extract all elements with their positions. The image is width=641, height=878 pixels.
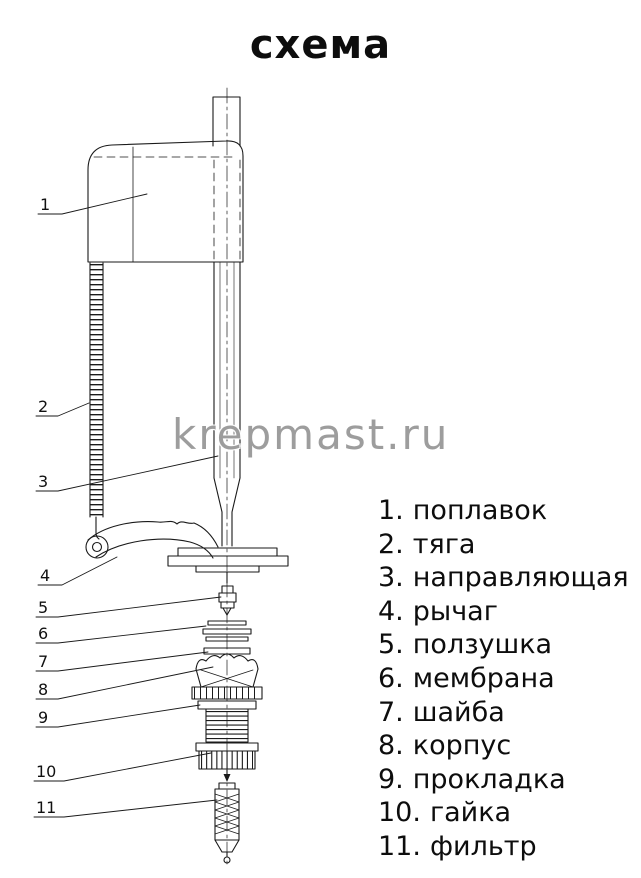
pin-part [223, 769, 231, 782]
filter-part [214, 782, 240, 864]
legend-label: фильтр [429, 830, 537, 862]
legend-item-filter: 11.фильтр [378, 830, 629, 864]
leader-line-9 [35, 704, 201, 728]
callout-9: 9 [38, 708, 48, 727]
callout-numbers: 1 2 3 4 5 6 7 8 9 10 11 [36, 195, 56, 817]
legend-item-nut: 10.гайка [378, 796, 629, 830]
legend-item-washer: 7.шайба [378, 696, 629, 730]
legend-label: поплавок [412, 495, 548, 526]
leader-line-2 [35, 402, 90, 417]
legend-number: 5. [378, 629, 404, 661]
legend-item-float: 1. поплавок [378, 494, 629, 528]
page-title: схема [249, 22, 392, 68]
lever-part [85, 520, 219, 559]
callout-3: 3 [38, 472, 48, 491]
leader-line-7 [35, 651, 209, 672]
leader-line-6 [35, 625, 207, 644]
rod-part [89, 262, 104, 540]
leader-line-4 [37, 556, 118, 586]
legend-label: корпус [412, 730, 512, 762]
callout-2: 2 [38, 397, 48, 416]
legend-number: 10. [378, 797, 421, 829]
leader-line-11 [33, 799, 218, 818]
callout-7: 7 [38, 652, 48, 671]
guide-tube-part [213, 261, 241, 547]
callout-4: 4 [40, 566, 50, 585]
leader-lines [33, 193, 222, 818]
legend: 1. поплавок 2.тяга 3.направляющая 4.рычаг… [378, 494, 629, 864]
legend-item-lever: 4.рычаг [378, 595, 629, 629]
legend-label: тяга [412, 528, 476, 560]
inlet-pipe [212, 96, 241, 147]
slider-part [218, 571, 237, 616]
membrane-part [202, 620, 252, 642]
legend-number: 8. [378, 730, 404, 762]
legend-label: гайка [429, 797, 512, 829]
legend-number: 1. [378, 495, 404, 526]
callout-1: 1 [40, 195, 50, 214]
legend-number: 4. [378, 595, 404, 627]
leader-line-3 [35, 455, 219, 492]
callout-6: 6 [38, 624, 48, 643]
flange-part [167, 547, 289, 573]
legend-label: направляющая [412, 562, 629, 594]
callout-10: 10 [36, 762, 56, 781]
legend-item-housing: 8.корпус [378, 729, 629, 763]
legend-item-slider: 5.ползушка [378, 628, 629, 662]
legend-item-guide: 3.направляющая [378, 561, 629, 595]
callout-11: 11 [36, 798, 56, 817]
float-part [87, 140, 244, 263]
leader-line-10 [33, 752, 212, 782]
legend-label: шайба [412, 696, 505, 728]
legend-label: ползушка [412, 629, 553, 661]
callout-8: 8 [38, 680, 48, 699]
legend-label: рычаг [412, 595, 498, 627]
legend-number: 7. [378, 696, 404, 728]
legend-item-gasket: 9.прокладка [378, 763, 629, 797]
leader-line-8 [35, 666, 214, 700]
legend-label: мембрана [412, 662, 555, 694]
legend-number: 11. [378, 830, 421, 862]
nut-part [195, 742, 259, 770]
legend-label: прокладка [412, 763, 566, 795]
legend-number: 2. [378, 528, 404, 560]
housing-part [191, 653, 263, 700]
leader-line-1 [37, 193, 148, 215]
threaded-neck-part [205, 708, 249, 743]
callout-5: 5 [38, 598, 48, 617]
legend-item-rod: 2.тяга [378, 528, 629, 562]
legend-number: 9. [378, 763, 404, 795]
leader-line-5 [35, 596, 222, 618]
legend-item-membrane: 6.мембрана [378, 662, 629, 696]
legend-number: 6. [378, 662, 404, 694]
legend-number: 3. [378, 562, 404, 594]
